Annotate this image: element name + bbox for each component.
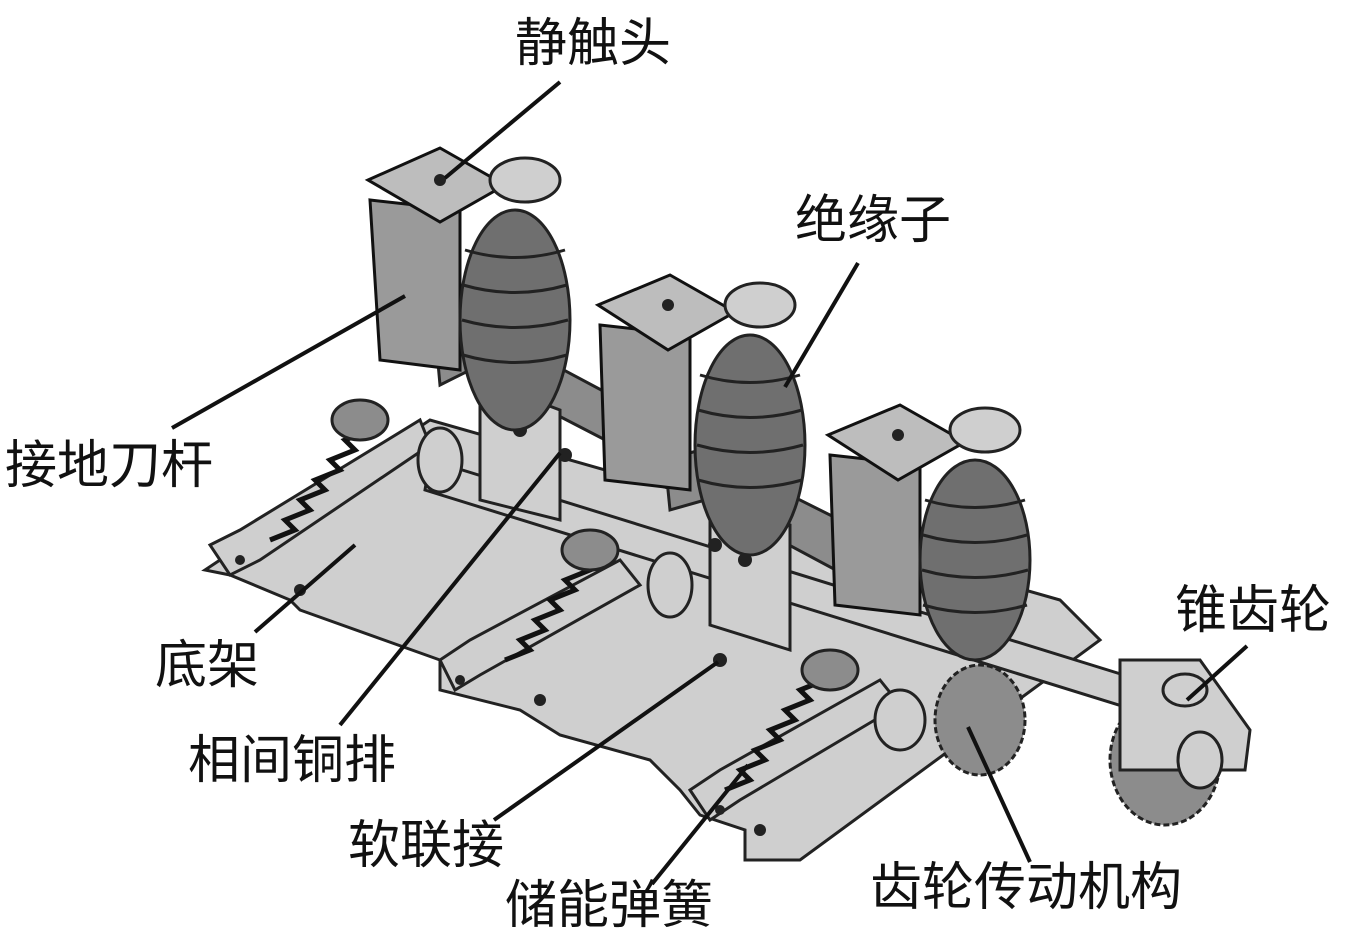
leader-energy-storage-spring: [650, 763, 750, 886]
phase-1-drawing: [364, 146, 572, 432]
label-bevel-gear: 锥齿轮: [1175, 581, 1332, 641]
label-energy-storage-spring: 储能弹簧: [505, 876, 714, 936]
label-gear-transmission: 齿轮传动机构: [870, 858, 1183, 918]
phase-3-drawing: [824, 403, 1032, 662]
phase-2-drawing: [594, 273, 807, 557]
leader-static-contact: [443, 80, 562, 180]
leader-base-frame: [253, 543, 357, 634]
leader-flexible-connection: [492, 660, 720, 822]
leader-gear-transmission: [966, 726, 1032, 863]
label-flexible-connection: 软联接: [348, 816, 505, 876]
leader-bevel-gear: [1185, 644, 1249, 702]
leader-insulator: [783, 261, 860, 389]
leader-interphase-busbar: [338, 451, 562, 727]
label-base-frame: 底架: [155, 636, 260, 696]
label-insulator: 绝缘子: [795, 191, 952, 251]
label-static-contact: 静触头: [515, 14, 672, 74]
leader-grounding-blade: [171, 294, 406, 430]
label-interphase-busbar: 相间铜排: [188, 731, 397, 791]
label-grounding-blade: 接地刀杆: [5, 436, 214, 496]
gears-drawing: [873, 658, 1252, 827]
springs-drawing: [269, 398, 860, 793]
